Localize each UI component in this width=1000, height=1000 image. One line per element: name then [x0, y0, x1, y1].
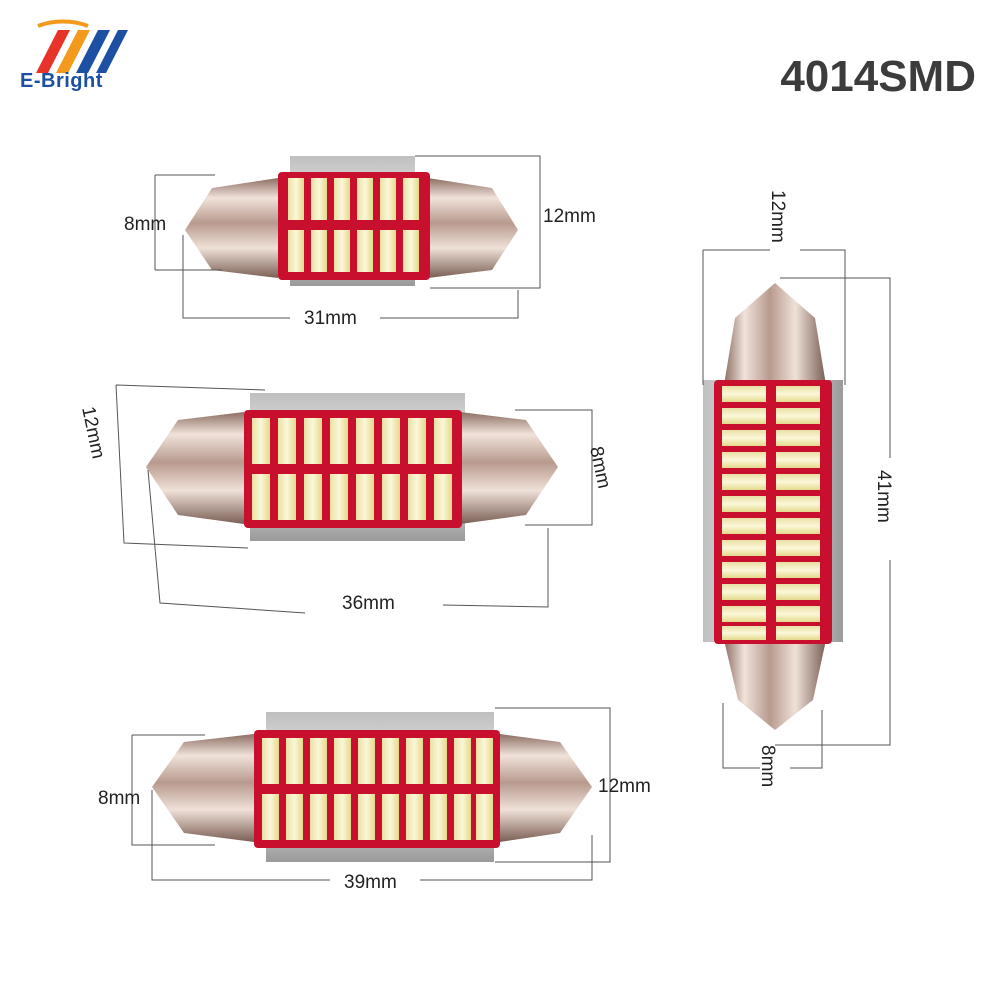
festoon-bulb-39mm: 8mm 12mm 39mm: [98, 707, 651, 893]
festoon-bulb-36mm: 12mm 8mm 36mm: [77, 384, 614, 614]
dim-cap: 8mm: [98, 788, 140, 809]
end-cap-top: [724, 283, 826, 385]
dimension-lines: [154, 155, 541, 319]
dim-height: 12mm: [767, 190, 788, 243]
festoon-bulb-31mm: 8mm 12mm 31mm: [124, 155, 596, 329]
end-cap-left: [152, 734, 254, 842]
dim-cap: 8mm: [757, 745, 778, 787]
end-cap-left: [185, 178, 278, 278]
end-cap-left: [146, 412, 244, 524]
end-cap-bottom: [724, 640, 826, 730]
dim-cap: 8mm: [585, 445, 614, 491]
led-array: [252, 418, 452, 520]
led-array: [722, 386, 820, 640]
dimension-lines: [115, 384, 593, 614]
e-bright-logo: [18, 18, 138, 98]
dim-height: 12mm: [598, 776, 651, 797]
end-cap-right: [500, 734, 592, 842]
dim-cap: 8mm: [124, 214, 166, 235]
dim-height: 12mm: [543, 206, 596, 227]
logo-mark-icon: [36, 19, 128, 73]
dim-length: 31mm: [304, 308, 357, 329]
dim-length: 36mm: [342, 593, 395, 614]
festoon-bulb-41mm: 12mm 41mm 8mm: [702, 190, 894, 787]
dimension-lines: [131, 707, 611, 881]
dim-length: 39mm: [344, 872, 397, 893]
product-title: 4014SMD: [780, 52, 976, 101]
led-array: [288, 178, 419, 272]
dim-height: 12mm: [77, 405, 109, 461]
led-array: [262, 738, 493, 840]
pcb-board: [244, 410, 462, 528]
brand-name: E-Bright: [20, 70, 103, 92]
end-cap-right: [460, 412, 558, 524]
dim-length: 41mm: [873, 470, 894, 523]
dimension-lines: [702, 249, 891, 769]
end-cap-right: [428, 178, 518, 278]
